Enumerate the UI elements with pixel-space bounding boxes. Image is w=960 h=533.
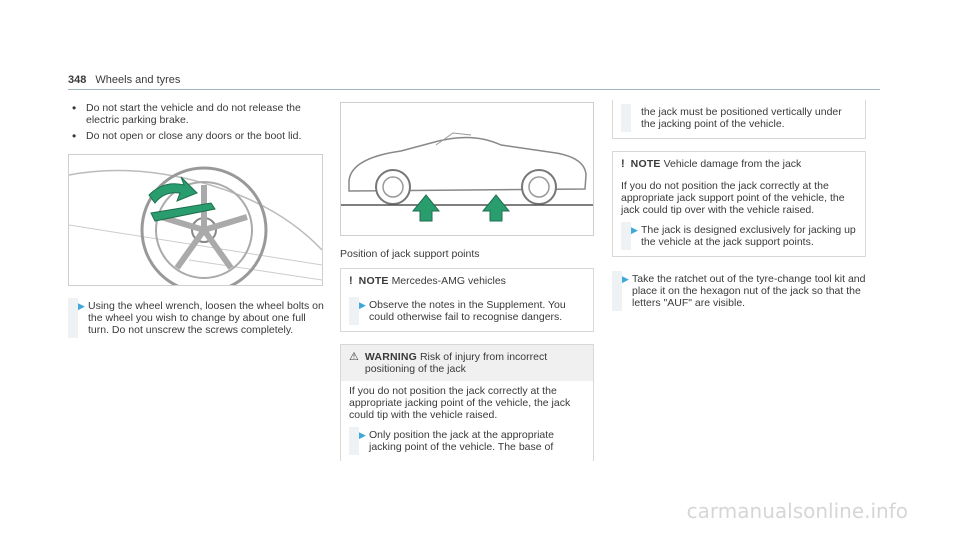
- step-text: Using the wheel wrench, loosen the wheel…: [88, 300, 324, 336]
- step-arrow-icon: ▶: [622, 274, 629, 284]
- step-arrow-icon: ▶: [359, 430, 366, 440]
- note-icon: !: [621, 158, 625, 170]
- step-arrow-icon: ▶: [631, 225, 638, 235]
- bullet-item: Do not open or close any doors or the bo…: [68, 130, 324, 142]
- warning-triangle-icon: ⚠: [349, 351, 359, 363]
- instruction-step: ▶ The jack is designed exclusively for j…: [621, 222, 857, 250]
- figure-caption: Position of jack support points: [340, 248, 480, 260]
- note-label: NOTE: [358, 275, 389, 287]
- instruction-step: ▶ Only position the jack at the appropri…: [349, 427, 585, 455]
- page-number: 348: [68, 74, 87, 86]
- column-2: Position of jack support points ! NOTE M…: [340, 102, 594, 461]
- step-text: the jack must be positioned vertically u…: [641, 106, 842, 130]
- bullet-item: Do not start the vehicle and do not rele…: [68, 102, 324, 126]
- step-arrow-icon: ▶: [78, 301, 85, 311]
- note-icon: !: [349, 275, 353, 287]
- wheel-illustration: [69, 166, 322, 285]
- warning-box: ⚠ WARNING Risk of injury from incorrect …: [340, 344, 594, 461]
- warning-header: ⚠ WARNING Risk of injury from incorrect …: [341, 345, 593, 381]
- jack-points-figure: [340, 102, 594, 236]
- column-3: the jack must be positioned vertically u…: [612, 100, 866, 311]
- note-header: ! NOTE Vehicle damage from the jack: [613, 152, 865, 176]
- warning-box-continued: the jack must be positioned vertically u…: [612, 100, 866, 139]
- note-body: ▶ Observe the notes in the Supplement. Y…: [341, 293, 593, 331]
- warning-body: If you do not position the jack correctl…: [341, 381, 593, 461]
- warning-title: Risk of injury from incorrect positionin…: [364, 351, 548, 375]
- note-title: Mercedes-AMG vehicles: [391, 275, 506, 287]
- instruction-step-continued: the jack must be positioned vertically u…: [621, 104, 857, 132]
- note-text: If you do not position the jack correctl…: [621, 180, 845, 216]
- note-title: Vehicle damage from the jack: [663, 158, 802, 170]
- note-body: If you do not position the jack correctl…: [613, 176, 865, 256]
- note-header: ! NOTE Mercedes-AMG vehicles: [341, 269, 593, 293]
- note-box: ! NOTE Mercedes-AMG vehicles ▶ Observe t…: [340, 268, 594, 332]
- warning-text: If you do not position the jack correctl…: [349, 385, 571, 421]
- step-arrow-icon: ▶: [359, 300, 366, 310]
- step-text: Only position the jack at the appropriat…: [369, 429, 555, 453]
- note-label: NOTE: [630, 158, 661, 170]
- step-text: The jack is designed exclusively for jac…: [641, 224, 856, 248]
- instruction-step: ▶ Using the wheel wrench, loosen the whe…: [68, 298, 324, 338]
- instruction-step: ▶ Observe the notes in the Supplement. Y…: [349, 297, 585, 325]
- wheel-wrench-figure: [68, 154, 323, 286]
- car-illustration: [341, 132, 593, 222]
- column-1: Do not start the vehicle and do not rele…: [68, 102, 324, 338]
- watermark: carmanualsonline.info: [686, 499, 908, 523]
- note-box: ! NOTE Vehicle damage from the jack If y…: [612, 151, 866, 257]
- step-text: Take the ratchet out of the tyre-change …: [632, 273, 866, 309]
- instruction-step: ▶ Take the ratchet out of the tyre-chang…: [612, 271, 866, 311]
- warning-label: WARNING: [364, 351, 418, 363]
- header-rule: [68, 89, 880, 90]
- section-title: Wheels and tyres: [95, 74, 181, 86]
- step-text: Observe the notes in the Supplement. You…: [369, 299, 566, 323]
- page-header: 348 Wheels and tyres: [68, 74, 180, 86]
- step-bar: [68, 298, 78, 338]
